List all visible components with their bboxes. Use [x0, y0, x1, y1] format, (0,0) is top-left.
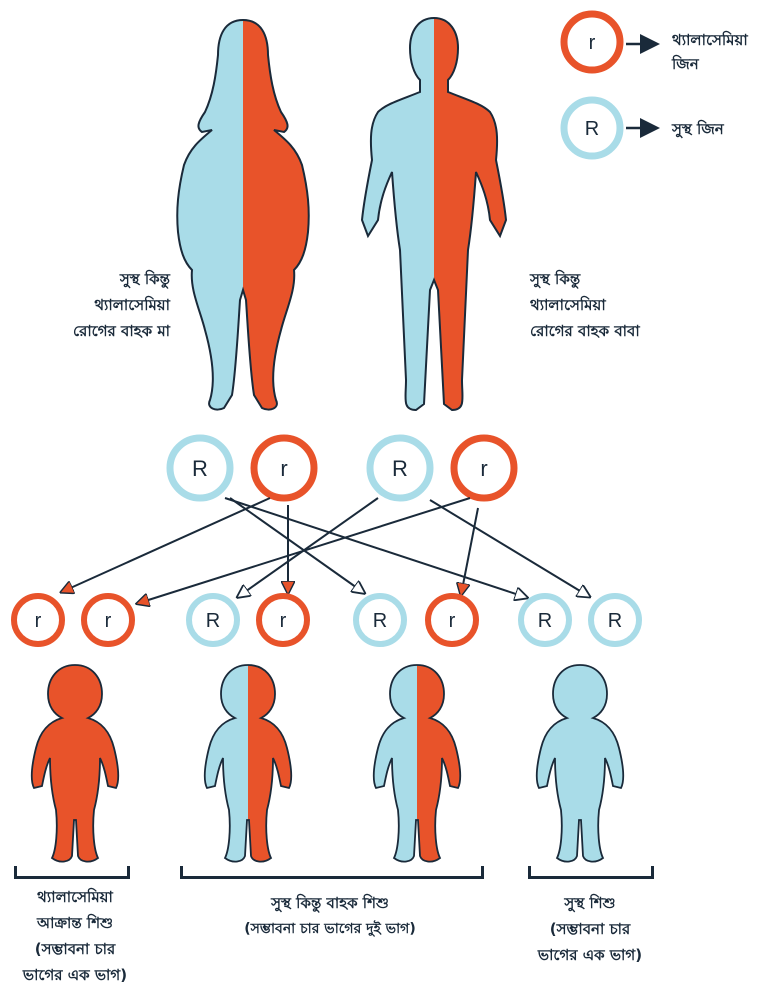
legend-recessive-label-line1: থ্যালাসেমিয়া: [672, 28, 748, 52]
group-healthy-line2: (সম্ভাবনা চার: [520, 916, 660, 942]
child-affected-figure: [32, 665, 118, 862]
arrow-father-R-to-child4: [430, 500, 585, 594]
group-affected-line3: (সম্ভাবনা চার: [0, 936, 150, 962]
inheritance-arrows: [66, 498, 585, 602]
father-label-line1: সুস্থ কিন্তু: [530, 266, 640, 292]
child1-allele-1: r: [105, 610, 112, 632]
child3-allele-1: r: [449, 610, 456, 632]
father-allele-0: R: [392, 456, 408, 481]
group-carrier-line2: (সম্ভাবনা চার ভাগের দুই ভাগ): [180, 916, 480, 942]
arrow-mother-R-to-child3: [230, 498, 360, 590]
group-healthy-label: সুস্থ শিশু (সম্ভাবনা চার ভাগের এক ভাগ): [520, 890, 660, 968]
mother-allele-0: R: [192, 456, 208, 481]
father-figure: [350, 0, 524, 420]
group-affected-label: থ্যালাসেমিয়া আক্রান্ত শিশু (সম্ভাবনা চা…: [0, 884, 150, 988]
arrow-mother-r-to-child1: [66, 498, 270, 590]
child4-allele-0: R: [538, 610, 552, 632]
child1-allele-0: r: [35, 610, 42, 632]
legend-dominant-allele: R: [585, 118, 599, 140]
child2-allele-1: r: [280, 610, 287, 632]
mother-label-line3: রোগের বাহক মা: [40, 318, 170, 344]
child3-allele-0: R: [373, 610, 387, 632]
bracket-carrier: [180, 866, 484, 879]
child-carrier-figure-1: [193, 660, 308, 870]
group-carrier-line1: সুস্থ কিন্তু বাহক শিশু: [180, 890, 480, 916]
mother-figure: [150, 0, 343, 420]
child-healthy-figure: [537, 665, 623, 862]
offspring-alleles: r r R r R r R R: [14, 596, 639, 644]
legend-dominant-label: সুস্থ জিন: [672, 116, 724, 142]
bracket-affected: [14, 866, 130, 879]
child2-allele-0: R: [206, 610, 220, 632]
mother-allele-1: r: [280, 456, 287, 481]
parent-alleles: R r R r: [170, 438, 514, 498]
child-carrier-figure-2: [362, 660, 477, 870]
group-healthy-line3: ভাগের এক ভাগ): [520, 942, 660, 968]
group-healthy-line1: সুস্থ শিশু: [520, 890, 660, 916]
group-carrier-label: সুস্থ কিন্তু বাহক শিশু (সম্ভাবনা চার ভাগ…: [180, 890, 480, 942]
legend-recessive-allele: r: [589, 32, 596, 54]
father-label-line3: রোগের বাহক বাবা: [530, 318, 640, 344]
group-affected-line1: থ্যালাসেমিয়া: [0, 884, 150, 910]
father-allele-1: r: [480, 456, 487, 481]
legend-recessive-label-line2: জিন: [672, 52, 748, 76]
legend-recessive-label: থ্যালাসেমিয়া জিন: [672, 28, 748, 76]
group-affected-line4: ভাগের এক ভাগ): [0, 962, 150, 988]
father-label-line2: থ্যালাসেমিয়া: [530, 292, 640, 318]
father-label: সুস্থ কিন্তু থ্যালাসেমিয়া রোগের বাহক বা…: [530, 266, 640, 344]
mother-label-line2: থ্যালাসেমিয়া: [40, 292, 170, 318]
arrow-father-R-to-child2: [242, 498, 378, 594]
mother-label-line1: সুস্থ কিন্তু: [40, 266, 170, 292]
legend-recessive-gene: r: [564, 14, 650, 70]
group-affected-line2: আক্রান্ত শিশু: [0, 910, 150, 936]
child4-allele-1: R: [608, 610, 622, 632]
legend-dominant-gene: R: [564, 100, 650, 156]
bracket-healthy: [528, 866, 654, 879]
mother-label: সুস্থ কিন্তু থ্যালাসেমিয়া রোগের বাহক মা: [40, 266, 170, 344]
